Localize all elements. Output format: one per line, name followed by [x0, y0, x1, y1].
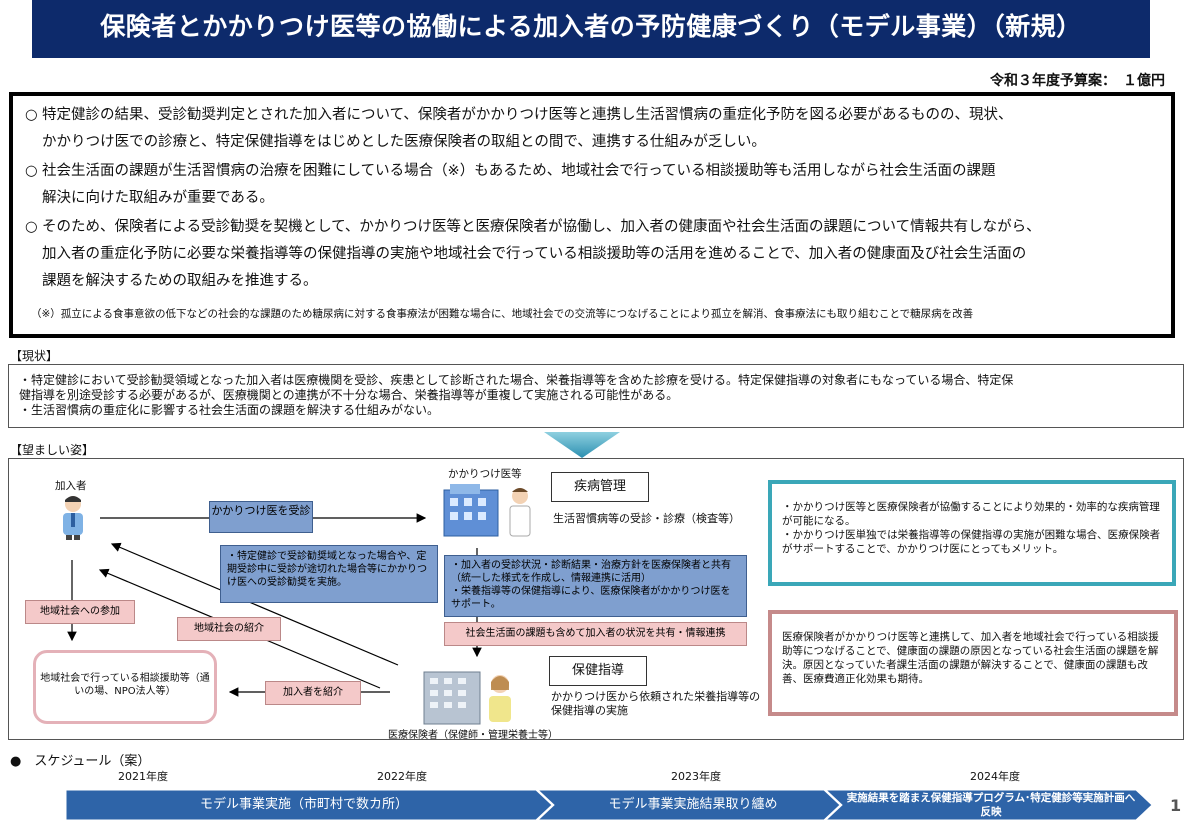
- bullet-mark: ○: [25, 219, 38, 235]
- desired-label: 【望ましい姿】: [10, 443, 95, 457]
- guidance-desc: かかりつけ医から依頼された栄養指導等の保健指導の実施: [551, 690, 761, 717]
- bullet-text: かかりつけ医での診療と、特定保健指導をはじめとした医療保険者の取組との間で、連携…: [42, 134, 766, 150]
- bullet-mark: ○: [25, 163, 38, 179]
- community-resources-box: 地域社会で行っている相談援助等（通いの場、NPO法人等）: [33, 650, 217, 724]
- status-line: 診断された場合、栄養指導等を含めた診療を受ける。特定保健指導の対象者にもなってい…: [449, 373, 1014, 387]
- phase-2-label: モデル事業実施結果取り纏め: [608, 797, 778, 812]
- social-share-bar: 社会生活面の課題も含めて加入者の状況を共有・情報連携: [444, 622, 747, 646]
- insurer-label: 医療保険者（保健師・管理栄養士等）: [388, 730, 558, 741]
- encourage-box: ・特定健診で受診勧奨域となった場合や、定期受診中に受診が途切れた場合等にかかりつ…: [220, 545, 438, 603]
- referral-box: かかりつけ医を受診: [209, 501, 313, 533]
- health-guidance-label: 保健指導: [549, 656, 647, 686]
- community-intro-label: 地域社会の紹介: [177, 617, 281, 641]
- bullet-mark: ○: [25, 107, 38, 123]
- phase-1-label: モデル事業実施（市町村で数カ所）: [199, 797, 408, 812]
- status-line: 健指導を別途受診する必要があるが、医療機関との連携が不十分な場合、栄養指導等が重…: [19, 388, 679, 402]
- status-line: ・特定健診において受診勧奨領域となった加入者は医療機関を受診、疾患として: [19, 373, 450, 387]
- benefit-box-blue: ・かかりつけ医等と医療保険者が協働することにより効果的・効率的な疾病管理が可能に…: [768, 480, 1176, 586]
- person-icon: [63, 496, 83, 540]
- phase-3-shape: [824, 789, 1153, 821]
- phase-2-shape: [536, 789, 841, 821]
- arrow-encourage: [110, 542, 399, 666]
- year-label: 2023年度: [671, 770, 721, 783]
- bullet-text: 社会生活面の課題が生活習慣病の治療を困難にしている場合（※）もあるため、地域社会…: [42, 163, 996, 179]
- disease-mgmt-label: 疾病管理: [551, 472, 649, 502]
- footnote: （※）孤立による食事意欲の低下などの社会的な課題のため糖尿病に対する食事療法が困…: [31, 308, 974, 320]
- page-title: 保険者とかかりつけ医等の協働による加入者の予防健康づくり（モデル事業）（新規）: [32, 0, 1150, 58]
- year-label: 2021年度: [118, 770, 168, 783]
- budget-label: 令和３年度予算案： １億円: [990, 73, 1165, 89]
- bullet-text: 特定健診の結果、受診勧奨判定とされた加入者について、保険者がかかりつけ医等と連携…: [42, 107, 1013, 123]
- year-label: 2022年度: [377, 770, 427, 783]
- info-share-box: ・加入者の受診状況・診断結果・治療方針を医療保険者と共有（統一した様式を作成し、…: [444, 555, 747, 617]
- hospital-icon: [443, 484, 531, 537]
- phase-3-label: 実施結果を踏まえ保健指導プログラム･特定健診等実施計画へ反映: [846, 792, 1136, 818]
- current-status-box: ・特定健診において受診勧奨領域となった加入者は医療機関を受診、疾患として診断され…: [8, 364, 1184, 428]
- summary-bullet-1: ○特定健診の結果、受診勧奨判定とされた加入者について、保険者がかかりつけ医等と連…: [25, 102, 1170, 156]
- clinic-label: かかりつけ医等: [448, 468, 522, 480]
- introduce-insured-label: 加入者を紹介: [265, 681, 361, 705]
- desired-box: [8, 458, 1184, 740]
- summary-bullet-3: ○そのため、保険者による受診勧奨を契機として、かかりつけ医等と医療保険者が協働し…: [25, 214, 1170, 295]
- bullet-text: 課題を解決するための取組みを推進する。: [42, 273, 318, 289]
- insurer-building-icon: [423, 671, 511, 725]
- bullet-text: 加入者の重症化予防に必要な栄養指導等の保健指導の実施や地域社会で行っている相談援…: [42, 246, 1027, 262]
- status-line: ・生活習慣病の重症化に影響する社会生活面の課題を解決する仕組みがない。: [19, 403, 440, 417]
- insured-label: 加入者: [55, 480, 87, 492]
- bullet-text: 解決に向けた取組みが重要である。: [42, 190, 274, 206]
- summary-bullet-2: ○社会生活面の課題が生活習慣病の治療を困難にしている場合（※）もあるため、地域社…: [25, 158, 1170, 212]
- clinic-desc: 生活習慣病等の受診・診療（検査等）: [553, 512, 740, 525]
- community-join-label: 地域社会への参加: [25, 600, 135, 624]
- year-label: 2024年度: [970, 770, 1020, 783]
- down-arrow-icon: [544, 432, 620, 458]
- schedule-title: ● スケジュール（案）: [10, 754, 151, 769]
- summary-box: ○特定健診の結果、受診勧奨判定とされた加入者について、保険者がかかりつけ医等と連…: [9, 92, 1175, 338]
- page-number: 1: [1170, 796, 1182, 815]
- bullet-text: そのため、保険者による受診勧奨を契機として、かかりつけ医等と医療保険者が協働し、…: [42, 219, 1041, 235]
- benefit-box-pink: 医療保険者がかかりつけ医等と連携して、加入者を地域社会で行っている相談援助等につ…: [768, 610, 1178, 716]
- current-label: 【現状】: [10, 349, 59, 363]
- schedule-timeline: [66, 789, 1153, 821]
- phase-1-shape: [66, 789, 553, 821]
